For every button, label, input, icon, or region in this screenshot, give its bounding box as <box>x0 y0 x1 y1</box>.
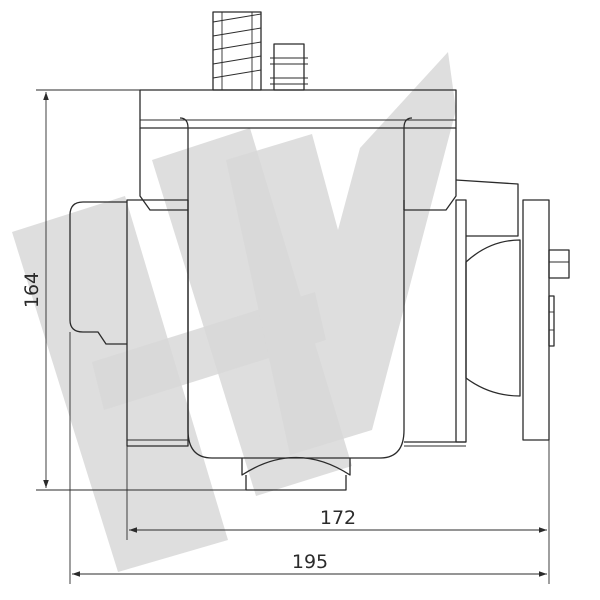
top-worm-gear <box>212 11 262 91</box>
top-connector <box>270 43 308 91</box>
right-motor <box>455 179 521 397</box>
watermark-logo <box>12 52 456 572</box>
dimension-width-inner-label: 172 <box>320 507 356 529</box>
dimension-width-total: 195 <box>69 332 547 584</box>
left-housing <box>69 199 189 447</box>
housing-inner-left <box>179 117 189 210</box>
housing-inner-right <box>403 117 413 210</box>
dimension-height-label: 164 <box>21 272 43 308</box>
dimension-width-inner: 172 <box>126 440 550 584</box>
dimension-width-total-label: 195 <box>292 551 328 573</box>
right-end-flange <box>522 199 570 441</box>
dimension-height: 164 <box>21 89 246 491</box>
bottom-cap <box>241 456 351 491</box>
top-flange <box>139 89 457 129</box>
